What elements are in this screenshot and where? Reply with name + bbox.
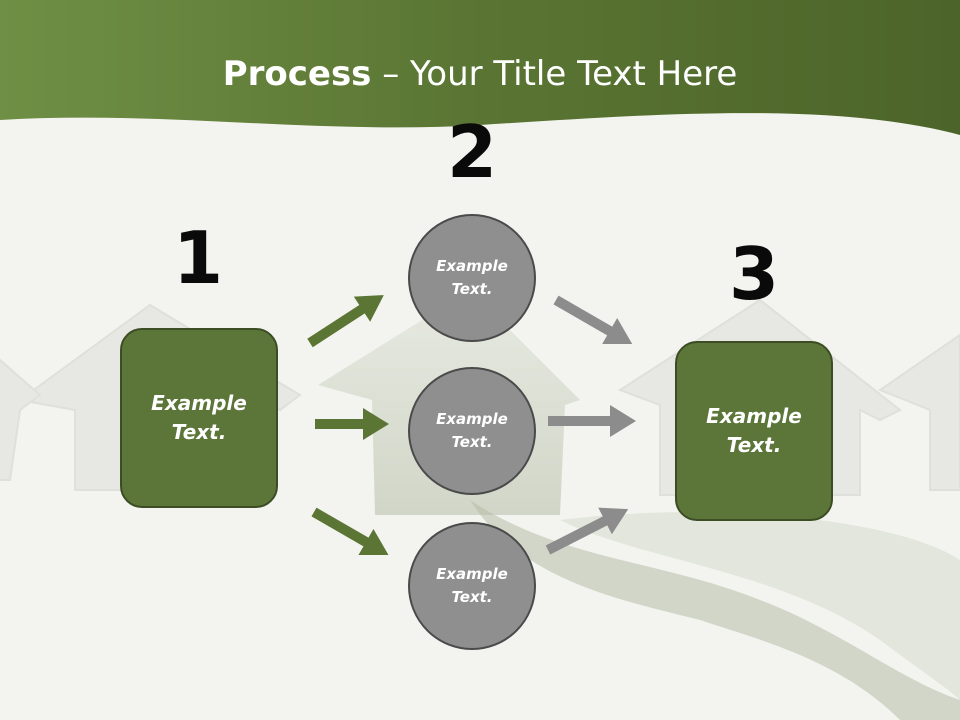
slide-title: Process – Your Title Text Here — [0, 52, 960, 96]
arrow-from-circle-2 — [548, 405, 636, 437]
step-1-text: Example Text. — [151, 391, 247, 444]
circle-2: Example Text. — [408, 367, 536, 495]
step-number-3: 3 — [728, 232, 780, 316]
gray-arrows — [545, 295, 636, 555]
arrow-to-circle-1 — [307, 295, 384, 348]
arrow-from-circle-3 — [545, 507, 629, 555]
arrow-to-circle-3 — [311, 507, 389, 555]
title-rest: – Your Title Text Here — [371, 54, 738, 94]
step-3-text: Example Text. — [706, 404, 802, 457]
circle-3: Example Text. — [408, 522, 536, 650]
circle-2-text: Example Text. — [436, 410, 508, 451]
title-bold: Process — [222, 54, 372, 94]
arrow-to-circle-2 — [315, 408, 389, 440]
green-arrows — [307, 295, 389, 555]
circle-1-text: Example Text. — [436, 257, 508, 298]
step-3-box: Example Text. — [675, 341, 833, 521]
arrow-from-circle-1 — [553, 295, 633, 344]
step-number-1: 1 — [172, 216, 224, 300]
circle-3-text: Example Text. — [436, 565, 508, 606]
step-1-box: Example Text. — [120, 328, 278, 508]
step-number-2: 2 — [446, 110, 498, 194]
circle-1: Example Text. — [408, 214, 536, 342]
